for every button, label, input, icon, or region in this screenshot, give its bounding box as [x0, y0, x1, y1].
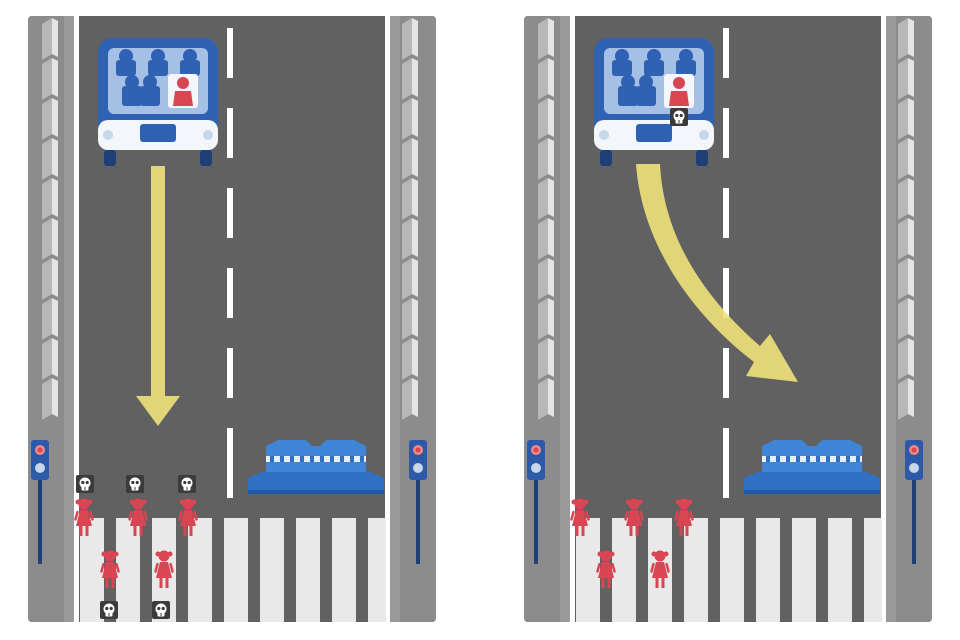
- scenario-illustration: [524, 16, 932, 622]
- trajectory-arrow-swerve: [636, 164, 798, 382]
- edge-line-right: [385, 16, 390, 622]
- skull-icon: [152, 601, 170, 619]
- center-lane-divider: [723, 28, 729, 498]
- skull-icon: [670, 108, 688, 126]
- scenario-panel-stay-course: [28, 16, 436, 622]
- autonomous-car: [594, 38, 714, 166]
- edge-line-left: [570, 16, 575, 622]
- concrete-barrier: [248, 440, 384, 494]
- crosswalk: [80, 518, 386, 622]
- crosswalk: [576, 518, 882, 622]
- scenario-illustration: [28, 16, 436, 622]
- passenger-figure: [173, 77, 193, 106]
- concrete-barrier: [744, 440, 880, 494]
- autonomous-car: [98, 38, 218, 166]
- edge-line-right: [881, 16, 886, 622]
- scenario-panel-swerve: [524, 16, 932, 622]
- skull-icon: [100, 601, 118, 619]
- trajectory-arrow-straight: [136, 166, 180, 426]
- skull-icon: [76, 475, 94, 493]
- skull-icon: [126, 475, 144, 493]
- edge-line-left: [74, 16, 79, 622]
- skull-icon: [178, 475, 196, 493]
- passenger-figure: [669, 77, 689, 106]
- center-lane-divider: [227, 28, 233, 498]
